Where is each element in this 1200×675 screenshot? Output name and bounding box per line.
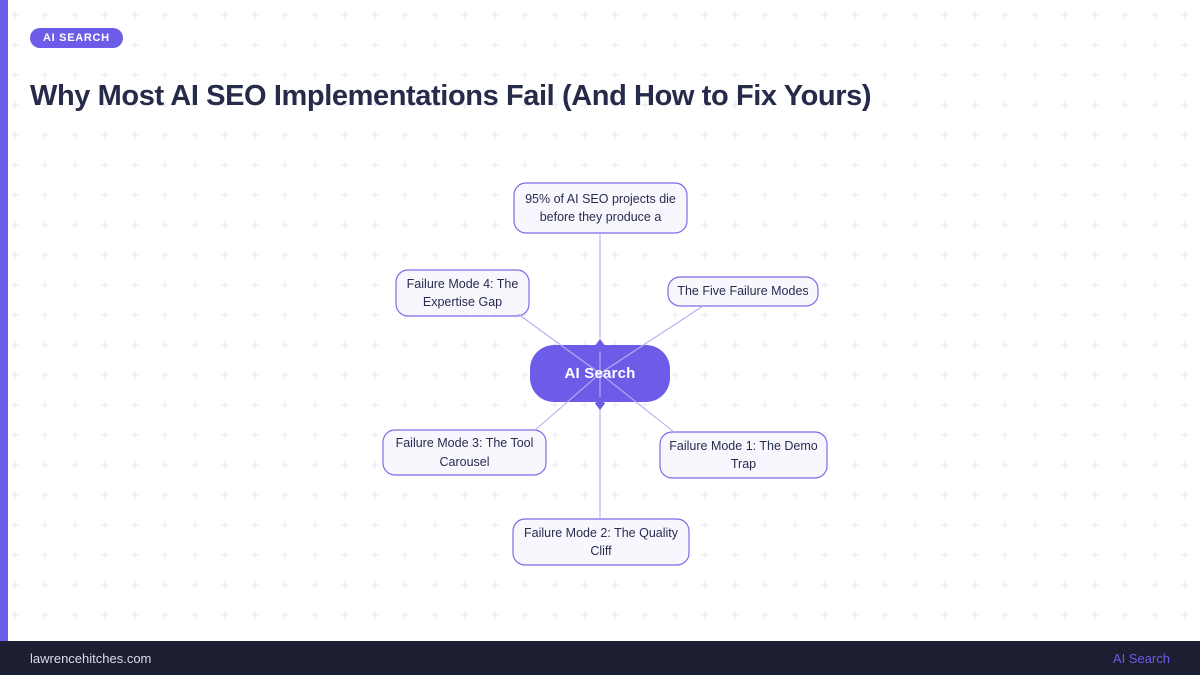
- node-mode4-shape[interactable]: [395, 269, 530, 317]
- node-mode1-label[interactable]: Failure Mode 1: The Demo Trap: [669, 438, 818, 471]
- footer-site-text: lawrencehitches.com: [30, 650, 152, 666]
- node-mode3-label[interactable]: Failure Mode 3: The Tool Carousel: [395, 436, 534, 469]
- node-mode2-shape[interactable]: [512, 518, 690, 566]
- footer-bar: lawrencehitches.com AI Search: [0, 641, 1200, 675]
- footer-brand-text: AI Search: [1112, 650, 1170, 666]
- connectors: [517, 233, 704, 519]
- arrowhead-top-diamond: [595, 339, 605, 352]
- node-modes-shape[interactable]: [667, 276, 819, 307]
- node-mode3-shape[interactable]: [382, 429, 547, 476]
- node-modes-label[interactable]: The Five Failure Modes: [677, 284, 809, 299]
- node-mode4-label[interactable]: Failure Mode 4: The Expertise Gap: [406, 276, 519, 309]
- page-title: Why Most AI SEO Implementations Fail (An…: [30, 80, 872, 113]
- category-badge: AI SEARCH: [30, 28, 123, 48]
- node-center-label[interactable]: AI Search: [564, 364, 636, 382]
- left-accent-stripe: [0, 0, 8, 641]
- node-mode1-shape[interactable]: [659, 431, 828, 479]
- node-stat-label[interactable]: 95% of AI SEO projects die before they p…: [525, 191, 676, 224]
- arrowhead-bottom-diamond: [595, 397, 605, 410]
- node-mode2-label[interactable]: Failure Mode 2: The Quality Cliff: [523, 525, 678, 558]
